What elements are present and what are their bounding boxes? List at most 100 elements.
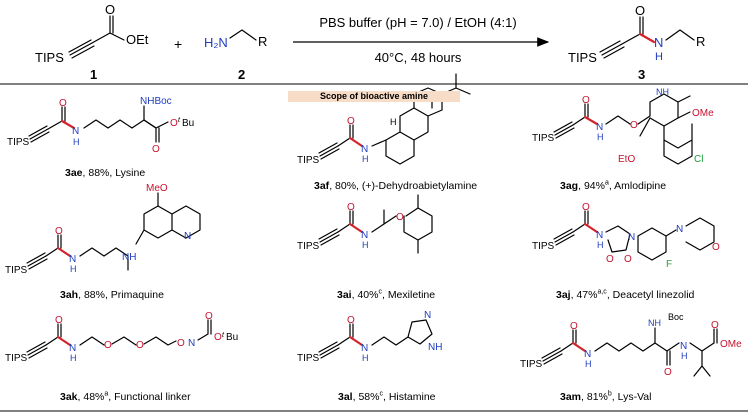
n-label: N xyxy=(361,144,368,155)
compound-name: Functional linker xyxy=(114,391,191,403)
compound-1-label: 1 xyxy=(90,67,97,82)
o-label: O xyxy=(624,254,632,265)
o-label: O xyxy=(170,118,178,129)
conditions-bottom: 40°C, 48 hours xyxy=(375,50,462,65)
tips-label: TIPS xyxy=(297,241,320,252)
oet-label: OEt xyxy=(126,32,149,47)
t-label: t xyxy=(178,117,181,124)
compound-name: Histamine xyxy=(388,391,436,403)
compound-id: 3al xyxy=(338,391,353,403)
footnote: c xyxy=(379,390,383,398)
compound-name: Amlodipine xyxy=(614,180,667,192)
compound-name: Lys-Val xyxy=(617,391,652,403)
compound-name: Deacetyl linezolid xyxy=(612,289,695,301)
imidazole-nh-label: NH xyxy=(428,342,442,353)
yield: 88% xyxy=(88,167,110,179)
structure-3ak: TIPS O N H O O O N O O t Bu xyxy=(5,311,238,364)
n-label: N xyxy=(584,349,591,360)
n-label: N xyxy=(72,126,79,137)
o-label: O xyxy=(582,95,590,106)
caption-3ag: 3ag, 94%a, Amlodipine xyxy=(560,179,667,193)
compound-name: Primaquine xyxy=(110,289,164,301)
reactant-2-structure: H₂N R 2 xyxy=(204,29,267,82)
o-label: O xyxy=(582,202,590,213)
yield: 40% xyxy=(357,289,379,301)
caption-3aj: 3aj, 47%a,c, Deacetyl linezolid xyxy=(556,288,695,302)
footnote: b xyxy=(607,390,612,398)
o-label: O xyxy=(59,98,67,109)
boc-label: Boc xyxy=(668,312,684,322)
structure-3am: TIPS O N H NH Boc O N H O OMe xyxy=(520,312,742,378)
n-label: N xyxy=(69,254,76,265)
o-label: O xyxy=(152,144,160,155)
reactant-1-structure: O OEt TIPS 1 xyxy=(35,2,149,82)
yield: 81% xyxy=(586,391,608,403)
o-label: O xyxy=(104,340,112,351)
oxazolidinone-n-label: N xyxy=(628,232,635,243)
caption-3ae: 3ae, 88%, Lysine xyxy=(65,167,146,179)
eto-label: EtO xyxy=(618,154,635,165)
o-label: O xyxy=(606,254,614,265)
o-label: O xyxy=(712,242,720,253)
carbonyl-o-label: O xyxy=(105,2,115,17)
yield: 48% xyxy=(83,391,105,403)
o-label: O xyxy=(396,212,404,223)
compound-id: 3ag xyxy=(560,180,579,192)
compound-id: 3aj xyxy=(556,289,571,301)
tips-label: TIPS xyxy=(7,137,30,148)
caption-3al: 3al, 58%c, Histamine xyxy=(338,390,436,404)
h-label: H xyxy=(73,137,80,147)
compound-id: 3am xyxy=(560,391,582,403)
caption-3af: 3af, 80%, (+)-Dehydroabietylamine xyxy=(314,180,478,192)
caption-3ak: 3ak, 48%a, Functional linker xyxy=(60,390,191,404)
structure-3ae: TIPS O N H NHBoc O O t Bu xyxy=(7,96,194,155)
o-label: O xyxy=(55,315,63,326)
bu-label: Bu xyxy=(182,118,194,129)
reaction-arrow-group: PBS buffer (pH = 7.0) / EtOH (4:1) 40°C,… xyxy=(293,15,550,65)
structure-3ah: TIPS O N H NH N MeO xyxy=(5,183,201,276)
imidazole-n-label: N xyxy=(424,310,431,321)
amide-n-label: N xyxy=(680,341,687,352)
h-label: H xyxy=(362,240,369,250)
tips-label: TIPS xyxy=(297,155,320,166)
h-label: H xyxy=(597,240,604,250)
compound-name: Lysine xyxy=(115,167,146,179)
o-label: O xyxy=(136,340,144,351)
n-label: N xyxy=(596,230,603,241)
yield: 80% xyxy=(335,180,357,192)
structure-3aj: TIPS O N H N O O F N O xyxy=(532,202,720,270)
product-r-label: R xyxy=(696,34,705,49)
product-o-label: O xyxy=(635,3,645,18)
r-group-label: R xyxy=(258,34,267,49)
h-label: H xyxy=(585,359,592,369)
h-label: H xyxy=(597,132,604,142)
tips-label: TIPS xyxy=(5,353,28,364)
quinoline-n-label: N xyxy=(184,231,191,242)
scope-banner: Scope of bioactive amine xyxy=(288,91,460,102)
compound-id: 3ae xyxy=(65,167,83,179)
yield: 47% xyxy=(576,289,598,301)
caption-3ai: 3ai, 40%c, Mexiletine xyxy=(337,288,436,302)
n-label: N xyxy=(596,122,603,133)
tips-label: TIPS xyxy=(532,241,555,252)
compound-id: 3ai xyxy=(337,289,352,301)
h-label: H xyxy=(70,353,77,363)
structure-3af: TIPS O N H H xyxy=(297,73,471,166)
compound-id: 3af xyxy=(314,180,330,192)
t-label: t xyxy=(222,332,225,339)
compound-id: 3ak xyxy=(60,391,78,403)
compound-name: (+)-Dehydroabietylamine xyxy=(361,180,478,192)
structure-3ai: TIPS O N H O xyxy=(297,194,433,254)
o-label: O xyxy=(55,226,63,237)
o-label: O xyxy=(205,311,213,322)
ome-label: OMe xyxy=(720,339,742,350)
footnote: a,c xyxy=(597,288,607,296)
amine-h2n-label: H₂N xyxy=(204,35,228,50)
o-label: O xyxy=(664,367,672,378)
product-n-label: N xyxy=(654,35,663,50)
footnote: a xyxy=(604,179,609,187)
structure-3ag: TIPS O N H O NH OMe Cl EtO xyxy=(532,87,714,165)
n-label: N xyxy=(188,338,195,349)
nh-label: NH xyxy=(656,87,669,97)
o-label: O xyxy=(711,320,719,331)
